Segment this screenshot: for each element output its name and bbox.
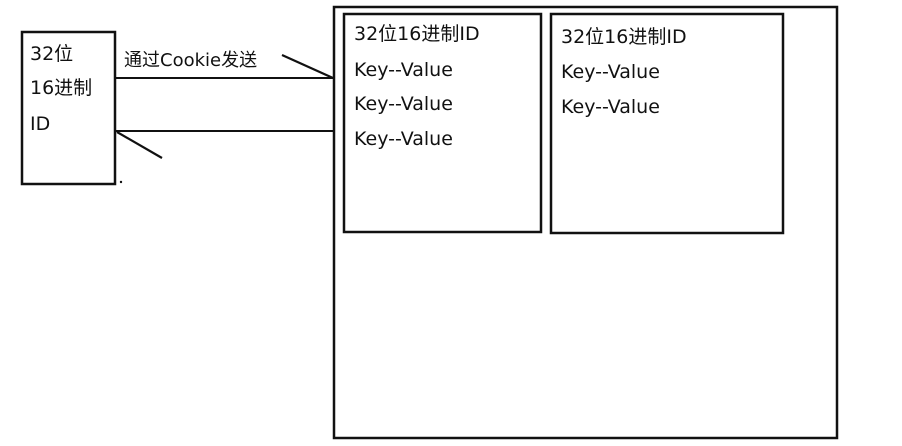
session-box-1 [342, 12, 543, 234]
return-arrowhead-icon [116, 131, 163, 159]
session-box-2-entry-1: Key--Value [561, 61, 660, 83]
session-box-1-entry-3: Key--Value [354, 128, 453, 150]
session-box-1-entry-2: Key--Value [354, 93, 453, 115]
session-box-2-title: 32位16进制ID [561, 26, 687, 48]
client-box-line-3: ID [30, 113, 51, 135]
client-box-line-2: 16进制 [30, 77, 93, 99]
arrow-label: 通过Cookie发送 [124, 50, 258, 71]
send-arrowhead-icon [281, 53, 334, 80]
client-box-line-1: 32位 [30, 43, 74, 65]
client-box [20, 30, 117, 186]
server-container-box [332, 5, 839, 440]
session-box-1-title: 32位16进制ID [354, 23, 480, 45]
stray-dot [119, 180, 123, 184]
session-box-2-entry-2: Key--Value [561, 96, 660, 118]
session-box-1-entry-1: Key--Value [354, 59, 453, 81]
session-box-2 [549, 12, 785, 235]
